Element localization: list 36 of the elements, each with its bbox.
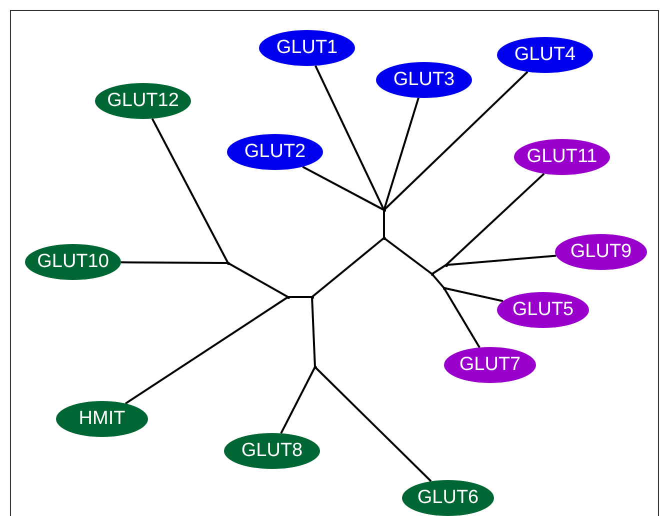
gene-ellipse: GLUT5 [497,292,589,328]
branch-line [288,296,312,298]
gene-ellipse: GLUT11 [514,139,610,175]
gene-ellipse: GLUT3 [376,62,472,98]
branch-line [125,296,289,404]
branch-line [446,254,556,266]
branch-line [314,65,385,210]
gene-ellipse: GLUT2 [227,134,323,170]
branch-line [151,118,229,264]
branch-line [383,237,433,275]
branch-point [444,264,448,266]
branch-line [383,98,420,210]
branch-line [443,287,480,348]
branch-line [120,261,228,264]
branch-line [311,296,316,368]
gene-ellipse: GLUT10 [25,244,121,280]
gene-ellipse: GLUT9 [555,234,647,270]
branch-line [383,210,385,238]
gene-ellipse: HMIT [56,401,148,437]
branch-point [442,286,446,290]
branch-line [444,287,504,302]
branch-line [431,273,445,289]
gene-ellipse: GLUT8 [224,433,320,469]
branch-line [445,172,545,266]
branch-line [228,262,288,298]
branch-line [383,71,528,211]
branch-line [431,264,447,275]
gene-ellipse: GLUT12 [95,83,191,119]
branch-line [302,166,384,211]
gene-ellipse: GLUT4 [497,37,593,73]
branch-line [280,366,316,434]
gene-ellipse: GLUT7 [444,347,536,383]
gene-ellipse: GLUT1 [259,30,355,66]
branch-line [311,237,385,298]
branch-line [314,366,432,482]
gene-ellipse: GLUT6 [402,480,494,516]
